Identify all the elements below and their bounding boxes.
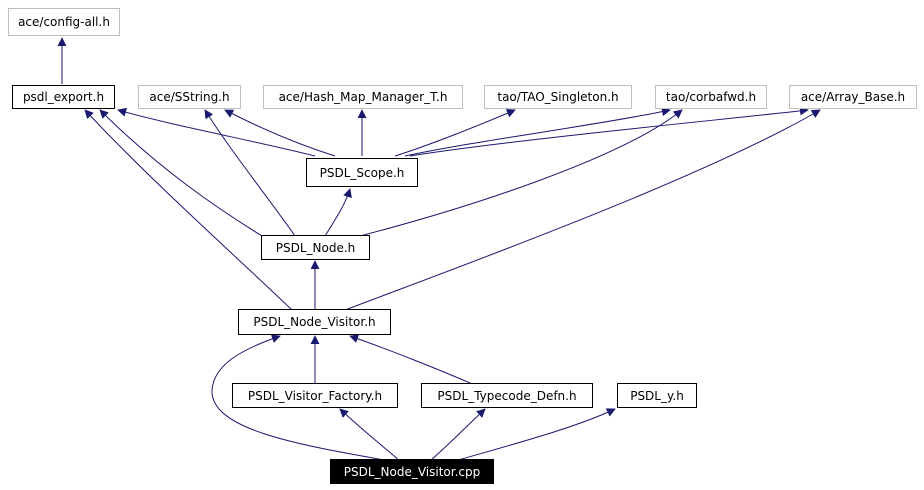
node-ace-sstring: ace/SString.h [138, 85, 241, 109]
node-psdl-node-visitor[interactable]: PSDL_Node_Visitor.h [238, 309, 391, 335]
node-psdl-typecode-defn[interactable]: PSDL_Typecode_Defn.h [421, 383, 593, 408]
edge-scope-to-corbafwd [404, 107, 671, 157]
edge-scope-to-sstring [224, 109, 336, 157]
node-psdl-export[interactable]: psdl_export.h [12, 85, 115, 109]
edge-scope-to-array_base [409, 106, 809, 157]
edge-node-to-corbafwd [359, 109, 683, 237]
node-psdl-y[interactable]: PSDL_y.h [617, 383, 697, 408]
node-tao-corbafwd: tao/corbafwd.h [655, 85, 767, 109]
node-psdl-node-visitor-cpp: PSDL_Node_Visitor.cpp [330, 459, 494, 484]
edge-scope-to-psdl_export [117, 107, 316, 157]
edge-node-to-sstring [204, 109, 296, 237]
edge-node-to-scope [324, 188, 352, 237]
edge-root-to-factory [339, 408, 401, 462]
node-ace-hash-map-manager: ace/Hash_Map_Manager_T.h [263, 85, 463, 109]
edge-visitor-to-array_base [344, 109, 821, 311]
edge-node-to-psdl_export [99, 109, 263, 237]
edge-root-to-typecode [429, 408, 486, 462]
node-psdl-node[interactable]: PSDL_Node.h [261, 235, 370, 260]
edge-root-to-psdl_y [454, 408, 616, 462]
edge-root-to-visitor [211, 334, 391, 462]
node-ace-config-all: ace/config-all.h [8, 8, 120, 36]
edge-scope-to-tao_singleton [394, 109, 516, 157]
edge-visitor-to-psdl_export [84, 109, 293, 311]
node-psdl-visitor-factory[interactable]: PSDL_Visitor_Factory.h [232, 383, 398, 408]
node-psdl-scope[interactable]: PSDL_Scope.h [306, 158, 418, 187]
node-tao-singleton: tao/TAO_Singleton.h [484, 85, 632, 109]
node-ace-array-base: ace/Array_Base.h [789, 85, 917, 109]
edge-typecode-to-visitor [349, 334, 471, 384]
